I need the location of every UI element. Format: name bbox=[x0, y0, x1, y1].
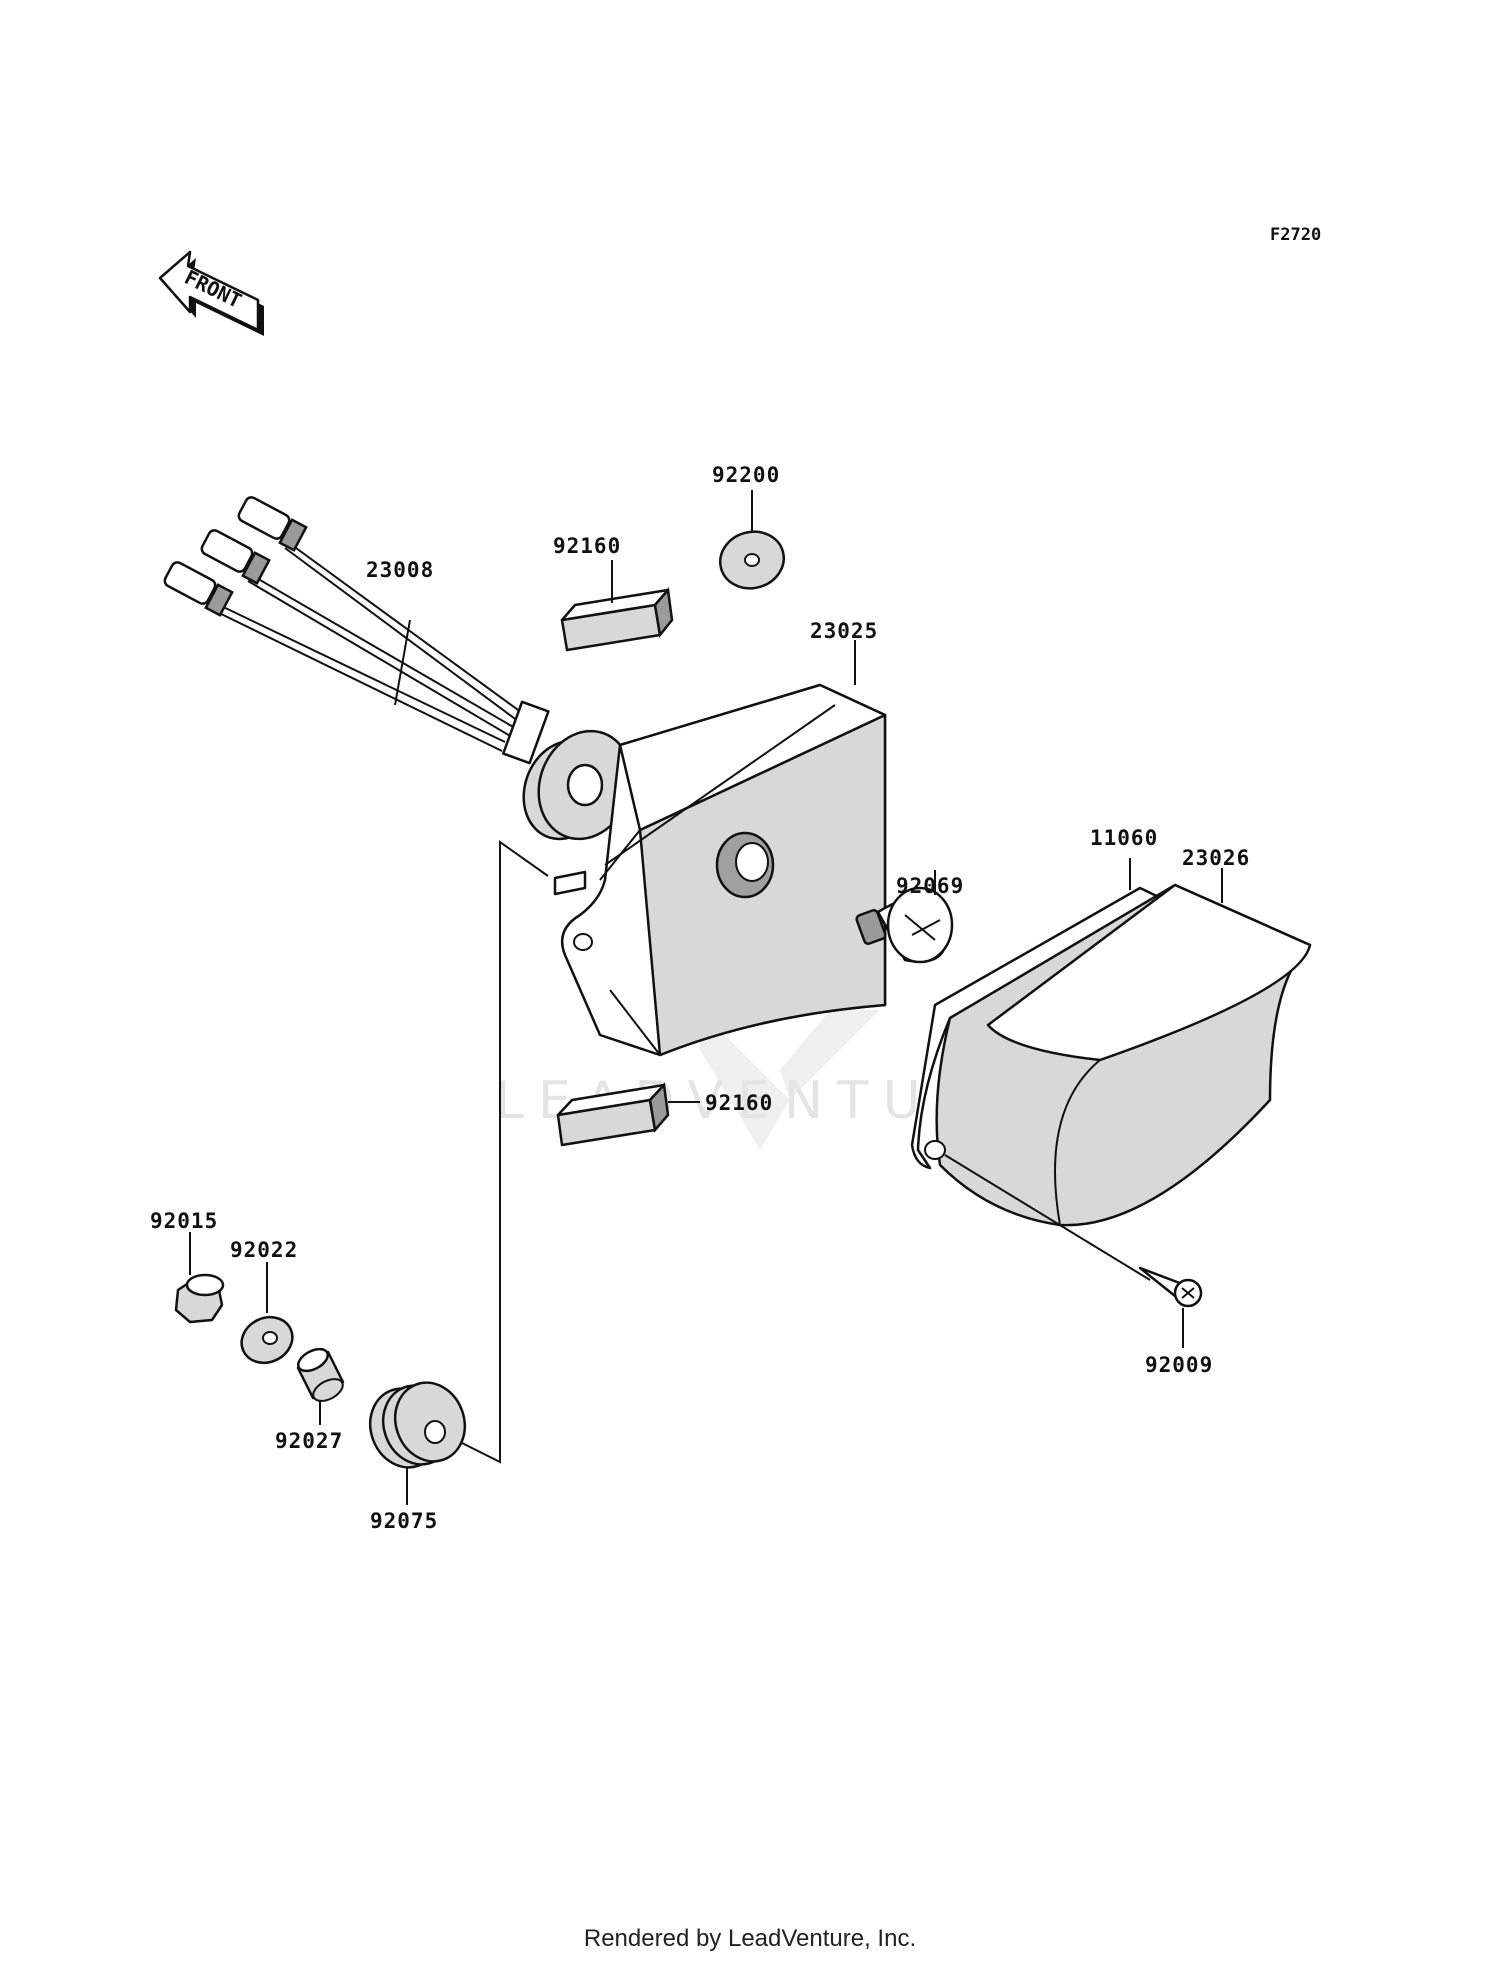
tail-lens bbox=[910, 883, 1312, 1227]
pad-bottom bbox=[556, 1082, 670, 1147]
label-92015: 92015 bbox=[150, 1209, 218, 1233]
label-92160-bottom: 92160 bbox=[705, 1091, 773, 1115]
nut bbox=[174, 1273, 225, 1324]
wiring-harness bbox=[163, 496, 633, 841]
label-92009: 92009 bbox=[1145, 1353, 1213, 1377]
grommet-small bbox=[719, 530, 785, 590]
label-92069: 92069 bbox=[896, 874, 964, 898]
label-92200: 92200 bbox=[712, 463, 780, 487]
label-92075: 92075 bbox=[370, 1509, 438, 1533]
label-92022: 92022 bbox=[230, 1238, 298, 1262]
label-92027: 92027 bbox=[275, 1429, 343, 1453]
collar bbox=[296, 1347, 345, 1402]
screw bbox=[1138, 1266, 1203, 1308]
label-92160-top: 92160 bbox=[553, 534, 621, 558]
label-23008: 23008 bbox=[366, 558, 434, 582]
label-23026: 23026 bbox=[1182, 846, 1250, 870]
front-arrow-icon: FRONT bbox=[158, 250, 264, 336]
rubber-grommet bbox=[368, 1381, 467, 1469]
washer bbox=[240, 1315, 294, 1365]
pad-top bbox=[560, 587, 674, 652]
footer-credit: Rendered by LeadVenture, Inc. bbox=[583, 1925, 917, 1952]
label-11060: 11060 bbox=[1090, 826, 1158, 850]
bulb bbox=[855, 886, 954, 964]
label-23025: 23025 bbox=[810, 619, 878, 643]
figure-code: F2720 bbox=[1270, 225, 1321, 245]
lamp-housing bbox=[553, 683, 887, 1057]
